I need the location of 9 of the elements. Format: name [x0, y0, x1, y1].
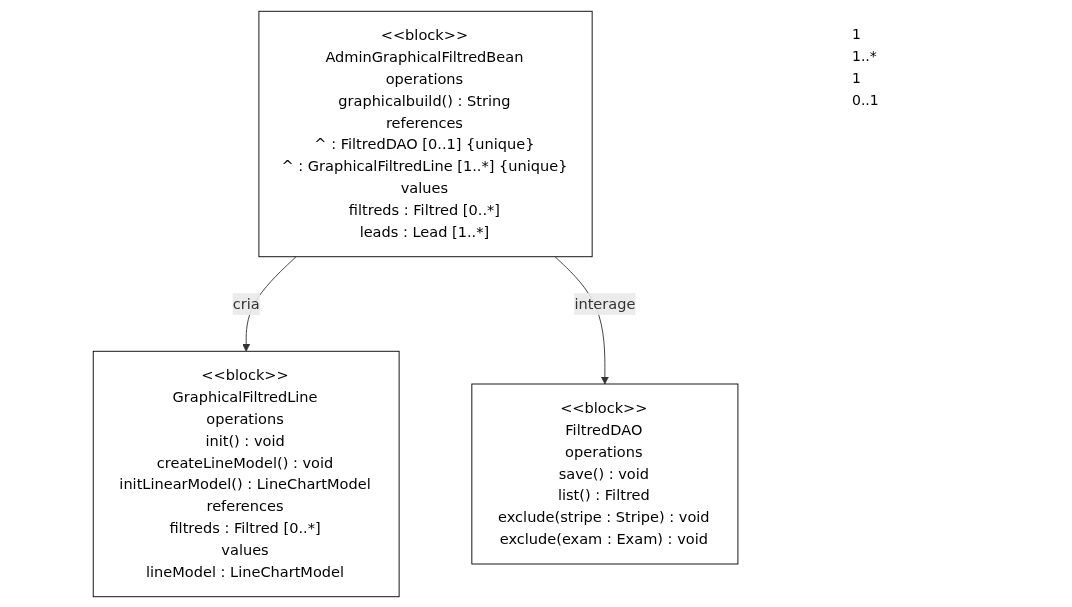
node-box: <<block>> GraphicalFiltredLine operations init() : void createLineModel() : void initLinearModel() : LineChartModel references filtreds : Filtred [0..*] values lineModel : LineChartModel	[93, 350, 400, 597]
edge-label: cria	[233, 294, 261, 312]
multiplicity-label: 0..1	[852, 92, 880, 108]
node-box: <<block>> AdminGraphicalFiltredBean operations graphicalbuild() : String references ^ : FiltredDAO [0..1] {unique} ^ : GraphicalFiltredLine [1..*] {unique} values filtreds : Filtred [0..*] leads : Lead [1..*]	[258, 10, 594, 257]
edge-label: interage	[574, 294, 636, 312]
multiplicity-label: 1	[852, 26, 862, 42]
node-box: <<block>> FiltredDAO operations save() : void list() : Filtred exclude(stripe : Stripe) : void exclude(exam : Exam) : void	[471, 383, 739, 564]
multiplicity-label: 1..*	[852, 48, 878, 64]
multiplicity-label: 1	[852, 70, 862, 86]
